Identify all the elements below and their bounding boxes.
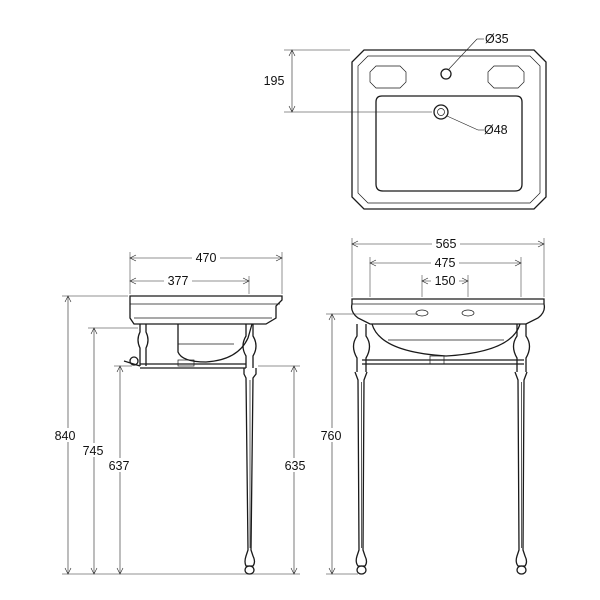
- side-view-dim-377: 377: [168, 274, 189, 288]
- side-view-dim-745: 745: [83, 444, 104, 458]
- side-view-dim-470: 470: [196, 251, 217, 265]
- top-view-waste-hole-inner: [437, 108, 445, 116]
- top-view-waste-hole: [433, 104, 449, 120]
- front-view-dim-565: 565: [436, 237, 457, 251]
- top-view-right-recess: [487, 65, 525, 89]
- front-view-tap-hole-right: [461, 309, 475, 317]
- front-view-left-leg: [354, 371, 368, 567]
- front-view-right-foot: [516, 565, 527, 575]
- top-view-bowl: [375, 95, 523, 192]
- side-view-dim-637: 637: [109, 459, 130, 473]
- front-view-dim-760: 760: [321, 429, 342, 443]
- front-view-bowl: [371, 323, 521, 357]
- front-view-basin-top: [350, 298, 546, 325]
- front-view-tap-hole-left: [415, 309, 429, 317]
- top-view-outer-rim: [351, 49, 547, 210]
- side-view-basin-top: [129, 295, 283, 325]
- side-view-rail-knob: [129, 356, 139, 366]
- top-view-left-recess: [369, 65, 407, 89]
- top-view-dim-waste-hole: Ø48: [484, 123, 508, 137]
- top-view: 195 Ø35 Ø48: [264, 32, 547, 210]
- side-view-waste-outlet: [177, 359, 195, 367]
- side-view: 470 377 840 745 637: [50, 250, 310, 575]
- front-view: 565 475 150 760: [316, 236, 546, 575]
- top-view-dim-tap-hole: Ø35: [485, 32, 509, 46]
- front-view-left-foot: [356, 565, 367, 575]
- side-view-foot: [244, 565, 255, 575]
- top-view-dim-195: 195: [264, 74, 285, 88]
- front-view-dim-150: 150: [435, 274, 456, 288]
- front-view-dim-475: 475: [435, 256, 456, 270]
- top-view-tap-hole: [440, 68, 452, 80]
- front-view-right-leg: [514, 371, 528, 567]
- side-view-dim-840: 840: [55, 429, 76, 443]
- side-view-bowl: [177, 323, 253, 363]
- side-view-dim-635: 635: [285, 459, 306, 473]
- top-view-inner-rim: [357, 55, 541, 204]
